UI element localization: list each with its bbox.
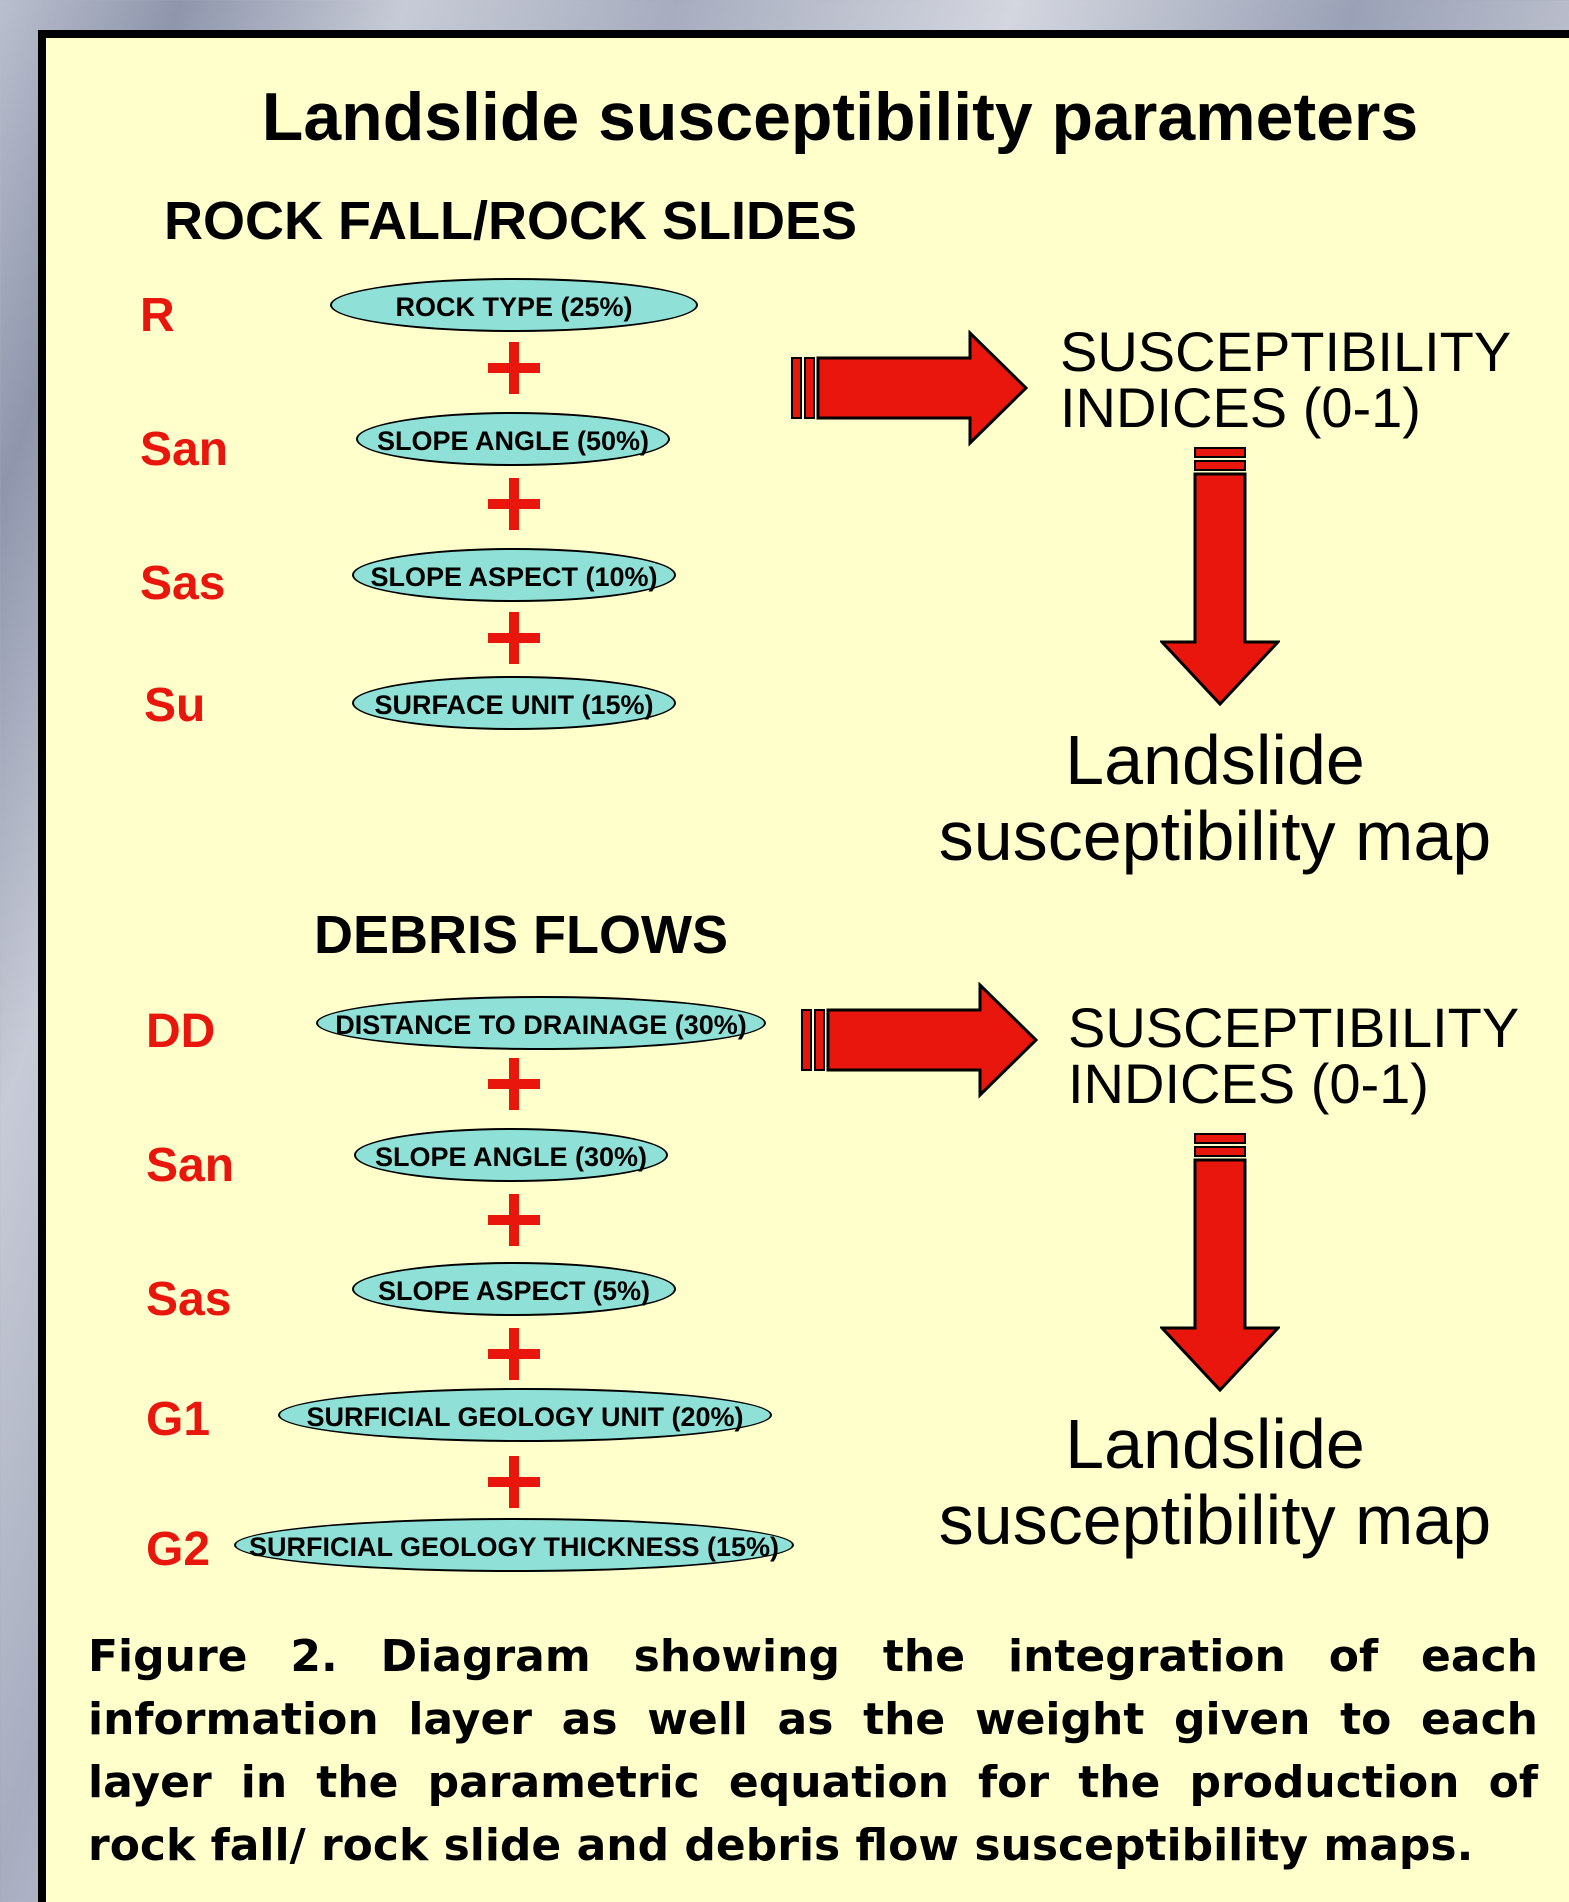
rockfall-indices-line2: INDICES (0-1) (1060, 376, 1421, 439)
plus-icon (488, 1058, 540, 1110)
debris-code-g2: G2 (146, 1523, 211, 1576)
debris-layer-surficial-geology-unit: SURFICIAL GEOLOGY UNIT (20%) (278, 1388, 772, 1442)
down-arrow-icon (1160, 447, 1280, 707)
plus-icon (488, 1194, 540, 1246)
debris-code-dd: DD (146, 1005, 216, 1058)
rockfall-layer-slope-aspect: SLOPE ASPECT (10%) (352, 548, 676, 602)
plus-icon (488, 612, 540, 664)
debris-map-line2: susceptibility map (938, 1481, 1492, 1559)
debris-layer-slope-angle: SLOPE ANGLE (30%) (354, 1128, 668, 1182)
right-arrow-icon (801, 982, 1039, 1099)
debris-layer-surficial-geology-thickness: SURFICIAL GEOLOGY THICKNESS (15%) (234, 1518, 794, 1572)
debris-code-san: San (146, 1139, 235, 1192)
debris-layer-slope-aspect: SLOPE ASPECT (5%) (352, 1262, 676, 1316)
plus-icon (488, 1328, 540, 1380)
right-arrow-icon (791, 330, 1029, 447)
diagram-panel (38, 30, 1569, 1902)
debris-heading: DEBRIS FLOWS (314, 905, 728, 965)
debris-layer-distance-to-drainage: DISTANCE TO DRAINAGE (30%) (316, 996, 766, 1050)
diagram-title: Landslide susceptibility parameters (261, 79, 1419, 155)
rockfall-code-san: San (140, 423, 229, 476)
rockfall-heading: ROCK FALL/ROCK SLIDES (164, 191, 858, 251)
rockfall-map-line1: Landslide (1065, 721, 1365, 799)
debris-code-sas: Sas (146, 1273, 232, 1326)
rockfall-indices-line1: SUSCEPTIBILITY (1060, 320, 1512, 383)
rockfall-layer-rock-type: ROCK TYPE (25%) (330, 278, 698, 332)
down-arrow-icon (1160, 1133, 1280, 1393)
rockfall-layer-surface-unit: SURFACE UNIT (15%) (352, 676, 676, 730)
rockfall-layer-slope-angle: SLOPE ANGLE (50%) (356, 412, 670, 466)
rockfall-code-sas: Sas (140, 557, 226, 610)
figure-caption: Figure 2. Diagram showing the integratio… (88, 1631, 1538, 1871)
rockfall-code-r: R (140, 289, 175, 342)
rockfall-map-line2: susceptibility map (938, 797, 1492, 875)
debris-indices-line2: INDICES (0-1) (1068, 1052, 1429, 1115)
debris-indices-line1: SUSCEPTIBILITY (1068, 996, 1520, 1059)
plus-icon (488, 1456, 540, 1508)
rockfall-code-su: Su (144, 679, 206, 732)
debris-map-line1: Landslide (1065, 1405, 1365, 1483)
plus-icon (488, 342, 540, 394)
debris-code-g1: G1 (146, 1393, 211, 1446)
plus-icon (488, 478, 540, 530)
